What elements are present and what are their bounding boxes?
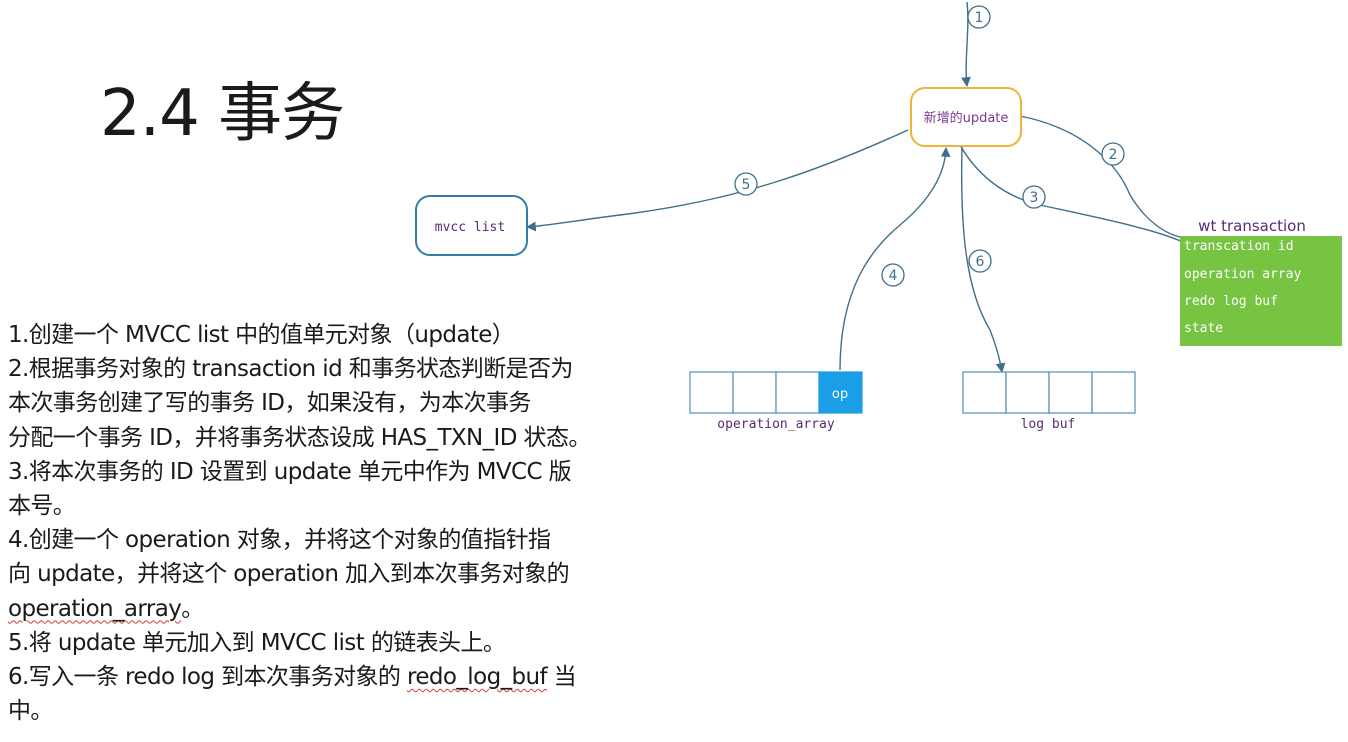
arrow-3 [959, 144, 1184, 243]
arrow-6 [960, 145, 1006, 373]
wt-field-operation-array: operation array [1184, 267, 1302, 282]
step-line: 3.将本次事务的 ID 设置到 update 单元中作为 MVCC 版 [8, 458, 572, 485]
svg-text:1: 1 [975, 10, 984, 26]
arrow-1 [961, 1, 971, 87]
step-marker-1: 1 [967, 5, 991, 29]
step-marker-6: 6 [968, 249, 992, 273]
svg-text:2: 2 [1109, 147, 1118, 163]
svg-text:6: 6 [976, 254, 985, 270]
mvcc-list-node: mvcc list [415, 195, 528, 256]
step-marker-4: 4 [881, 263, 905, 287]
step-line: 本号。 [8, 492, 76, 519]
spellcheck-word: redo_log_buf [407, 663, 548, 690]
step-line-pre: 6.写入一条 redo log 到本次事务对象的 [8, 663, 408, 690]
step-line: 4.创建一个 operation 对象，并将这个对象的值指针指 [8, 527, 551, 554]
op-cell-label: op [832, 387, 848, 402]
arrow-4 [839, 147, 951, 371]
mvcc-list-label: mvcc list [435, 220, 505, 235]
svg-text:5: 5 [742, 177, 751, 193]
log-buf-cell [1048, 371, 1093, 414]
log-buf: log buf [962, 371, 1136, 432]
step-line-post: 当 [546, 663, 577, 690]
step-line: 本次事务创建了写的事务 ID，如果没有，为本次事务 [8, 390, 531, 417]
operation-array-cell [775, 371, 820, 414]
step-marker-3: 3 [1022, 185, 1046, 209]
arrow-5 [526, 129, 909, 232]
spellcheck-word: operation_array [8, 595, 182, 622]
svg-text:4: 4 [889, 268, 898, 284]
log-buf-cell [962, 371, 1007, 414]
svg-text:3: 3 [1030, 190, 1039, 206]
arrow-2 [1019, 115, 1186, 239]
steps-list: 1.创建一个 MVCC list 中的值单元对象（update） 2.根据事务对… [8, 318, 698, 728]
wt-field-redo-log-buf: redo log buf [1184, 294, 1278, 309]
step-line: 2.根据事务对象的 transaction id 和事务状态判断是否为 [8, 356, 573, 383]
update-node: 新增的update [910, 87, 1022, 147]
wt-transaction-title: wt transaction [1198, 217, 1306, 235]
step-marker-2: 2 [1101, 142, 1125, 166]
step-marker-5: 5 [734, 172, 758, 196]
step-line: 1.创建一个 MVCC list 中的值单元对象（update） [8, 322, 515, 348]
slide-title: 2.4 事务 [100, 77, 345, 151]
log-buf-cell [1091, 371, 1136, 414]
operation-array-label: operation_array [717, 417, 835, 432]
step-line: 向 update，并将这个 operation 加入到本次事务对象的 [8, 561, 570, 588]
operation-array-cell [732, 371, 777, 414]
step-line: 5.将 update 单元加入到 MVCC list 的链表头上。 [8, 629, 506, 656]
step-line-post: 。 [181, 595, 204, 622]
step-line: operation_array。 [8, 592, 698, 626]
operation-array: op operation_array [689, 371, 863, 432]
step-line: 分配一个事务 ID，并将事务状态设成 HAS_TXN_ID 状态。 [8, 424, 591, 451]
log-buf-label: log buf [1021, 417, 1076, 432]
operation-array-op-cell [818, 371, 863, 414]
log-buf-cell [1005, 371, 1050, 414]
wt-field-state: state [1184, 321, 1223, 336]
wt-field-transaction-id: transcation id [1184, 239, 1294, 254]
step-line: 中。 [8, 698, 53, 725]
update-node-label: 新增的update [924, 110, 1009, 126]
wt-transaction: wt transaction transcation id operation … [1180, 217, 1342, 346]
step-line: 6.写入一条 redo log 到本次事务对象的 redo_log_buf 当 [8, 660, 698, 694]
